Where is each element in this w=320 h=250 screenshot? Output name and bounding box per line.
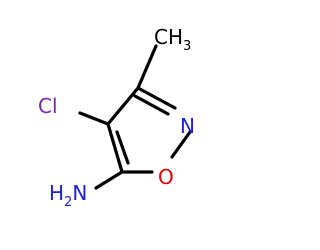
atom-methyl-label: CH3 bbox=[154, 25, 191, 54]
atom-amine-h: H bbox=[49, 181, 64, 205]
bonds bbox=[78, 44, 192, 190]
bond-c3-n-second bbox=[133, 94, 170, 116]
bond-c4-cl bbox=[78, 111, 110, 126]
atom-amine-n: N bbox=[72, 181, 87, 205]
atom-n-label: N bbox=[180, 114, 195, 138]
bond-c5-nh2 bbox=[94, 170, 124, 190]
atom-methyl-ch: CH bbox=[154, 25, 183, 49]
bond-c3-methyl bbox=[136, 44, 158, 90]
atom-cl-label: Cl bbox=[38, 94, 58, 118]
bond-c4-c5-second bbox=[115, 130, 130, 165]
bond-c3-n bbox=[136, 86, 177, 110]
molecule-diagram: Cl N O CH3 H2N bbox=[38, 25, 195, 210]
bond-c3-c4 bbox=[106, 86, 140, 126]
bond-n-o bbox=[170, 130, 192, 159]
bond-c4-c5 bbox=[106, 122, 124, 174]
atom-amine-label: H2N bbox=[49, 181, 87, 210]
atom-methyl-subscript: 3 bbox=[183, 39, 191, 54]
atom-amine-subscript: 2 bbox=[64, 195, 72, 210]
atom-o-label: O bbox=[158, 165, 174, 189]
